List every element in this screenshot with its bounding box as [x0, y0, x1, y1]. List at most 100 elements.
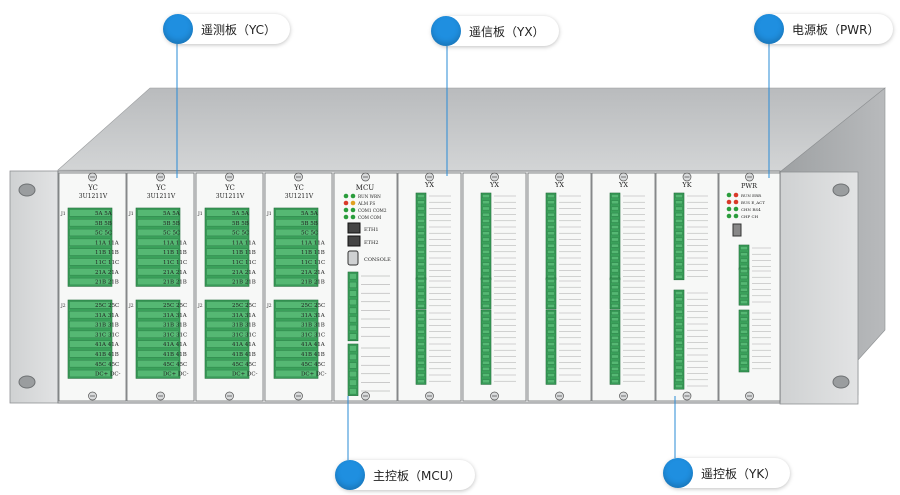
pwr-card-title: PWR	[741, 182, 758, 190]
io-card-title: YX	[489, 181, 499, 189]
terminal-screw-icon	[69, 340, 111, 348]
yc-terminal-label: 31B 31B	[163, 323, 187, 329]
terminal-screw-icon	[349, 388, 357, 395]
terminal-screw-icon	[547, 212, 555, 217]
yc-terminal-label: 11A 11A	[301, 240, 326, 246]
yc-terminal-label: 11A 11A	[232, 240, 257, 246]
mcu-eth2-label: ETH2	[364, 240, 379, 246]
terminal-screw-icon	[69, 277, 111, 286]
terminal-screw-icon	[275, 209, 317, 217]
terminal-screw-icon	[275, 228, 317, 237]
pwr-led-label: RUN ERR	[741, 193, 762, 198]
status-led-icon	[350, 200, 356, 206]
terminal-screw-icon	[349, 316, 357, 323]
terminal-screw-icon	[417, 323, 425, 328]
connector-label: J2	[197, 303, 203, 309]
terminal-screw-icon	[69, 301, 111, 309]
terminal-screw-icon	[547, 323, 555, 328]
terminal-screw-icon	[611, 231, 619, 236]
yc-terminal-label: 11C 11C	[95, 260, 119, 266]
terminal-screw-icon	[137, 238, 179, 246]
terminal-screw-icon	[547, 231, 555, 236]
terminal-screw-icon	[417, 354, 425, 359]
terminal-screw-icon	[349, 307, 357, 314]
yc-terminal-label: 21B 21B	[95, 280, 119, 286]
terminal-screw-icon	[137, 228, 179, 237]
terminal-screw-icon	[275, 350, 317, 358]
yc-terminal-label: 21A 21A	[232, 270, 257, 276]
terminal-screw-icon	[611, 323, 619, 328]
terminal-screw-icon	[675, 384, 683, 388]
yc-card-title: YC	[87, 184, 98, 192]
yc-terminal-label: 25C 25C	[163, 303, 187, 309]
callout-dot-icon	[431, 16, 461, 46]
yc-terminal-label: 21B 21B	[232, 280, 256, 286]
terminal-screw-icon	[611, 250, 619, 254]
yc-terminal-label: DC+ DC-	[95, 372, 121, 378]
mcu-card-title: MCU	[356, 184, 375, 192]
yc-card-title: YC	[155, 184, 166, 192]
terminal-screw-icon	[482, 200, 490, 205]
terminal-screw-icon	[675, 243, 683, 248]
yc-terminal-label: 41A 41A	[95, 342, 120, 348]
terminal-screw-icon	[69, 369, 111, 378]
terminal-screw-icon	[740, 311, 748, 315]
terminal-screw-icon	[547, 291, 555, 296]
ear-hole-icon	[18, 183, 36, 197]
terminal-screw-icon	[675, 365, 683, 370]
terminal-screw-icon	[547, 250, 555, 254]
terminal-screw-icon	[275, 238, 317, 246]
terminal-screw-icon	[547, 285, 555, 290]
terminal-block	[673, 289, 685, 390]
terminal-screw-icon	[611, 212, 619, 217]
terminal-screw-icon	[675, 291, 683, 295]
terminal-screw-icon	[417, 304, 425, 308]
terminal-screw-icon	[137, 268, 179, 276]
terminal-screw-icon	[137, 258, 179, 266]
callout-dot-icon	[335, 460, 365, 490]
terminal-screw-icon	[675, 371, 683, 376]
terminal-screw-icon	[611, 206, 619, 211]
terminal-screw-icon	[417, 200, 425, 205]
terminal-screw-icon	[349, 353, 357, 360]
terminal-screw-icon	[417, 342, 425, 346]
terminal-screw-icon	[417, 262, 425, 267]
yc-terminal-label: DC+ DC-	[163, 372, 189, 378]
terminal-screw-icon	[69, 330, 111, 338]
terminal-screw-icon	[137, 350, 179, 358]
mcu-led-label: RUN WRN	[358, 194, 381, 199]
terminal-screw-icon	[547, 268, 555, 273]
terminal-block	[673, 192, 685, 281]
connector-label: J2	[128, 303, 134, 309]
terminal-screw-icon	[482, 291, 490, 296]
yc-terminal-label: 5A 5A	[163, 211, 181, 217]
card-panel	[527, 172, 592, 402]
yc-terminal-label: 25C 25C	[95, 303, 119, 309]
right-rack-ear	[779, 171, 859, 405]
terminal-screw-icon	[137, 277, 179, 286]
terminal-screw-icon	[417, 311, 425, 315]
terminal-screw-icon	[206, 301, 248, 309]
terminal-screw-icon	[740, 342, 748, 346]
terminal-screw-icon	[137, 311, 179, 319]
terminal-screw-icon	[417, 225, 425, 229]
callout-yx: 遥信板（YX）	[431, 16, 559, 46]
terminal-screw-icon	[275, 258, 317, 266]
terminal-screw-icon	[349, 345, 357, 352]
terminal-screw-icon	[482, 323, 490, 328]
ear-hole-icon	[18, 375, 36, 389]
terminal-screw-icon	[482, 206, 490, 211]
terminal-screw-icon	[482, 212, 490, 217]
terminal-screw-icon	[547, 200, 555, 205]
terminal-screw-icon	[675, 225, 683, 229]
terminal-screw-icon	[675, 219, 683, 223]
terminal-screw-icon	[275, 360, 317, 368]
status-led-icon	[733, 199, 739, 205]
terminal-screw-icon	[69, 360, 111, 368]
terminal-screw-icon	[740, 275, 748, 280]
callout-yc: 遥测板（YC）	[163, 14, 291, 44]
mcu-led-label: COM1 COM2	[358, 208, 387, 213]
yc-terminal-label: 31B 31B	[301, 323, 325, 329]
terminal-screw-icon	[349, 290, 357, 297]
terminal-screw-icon	[206, 219, 248, 227]
